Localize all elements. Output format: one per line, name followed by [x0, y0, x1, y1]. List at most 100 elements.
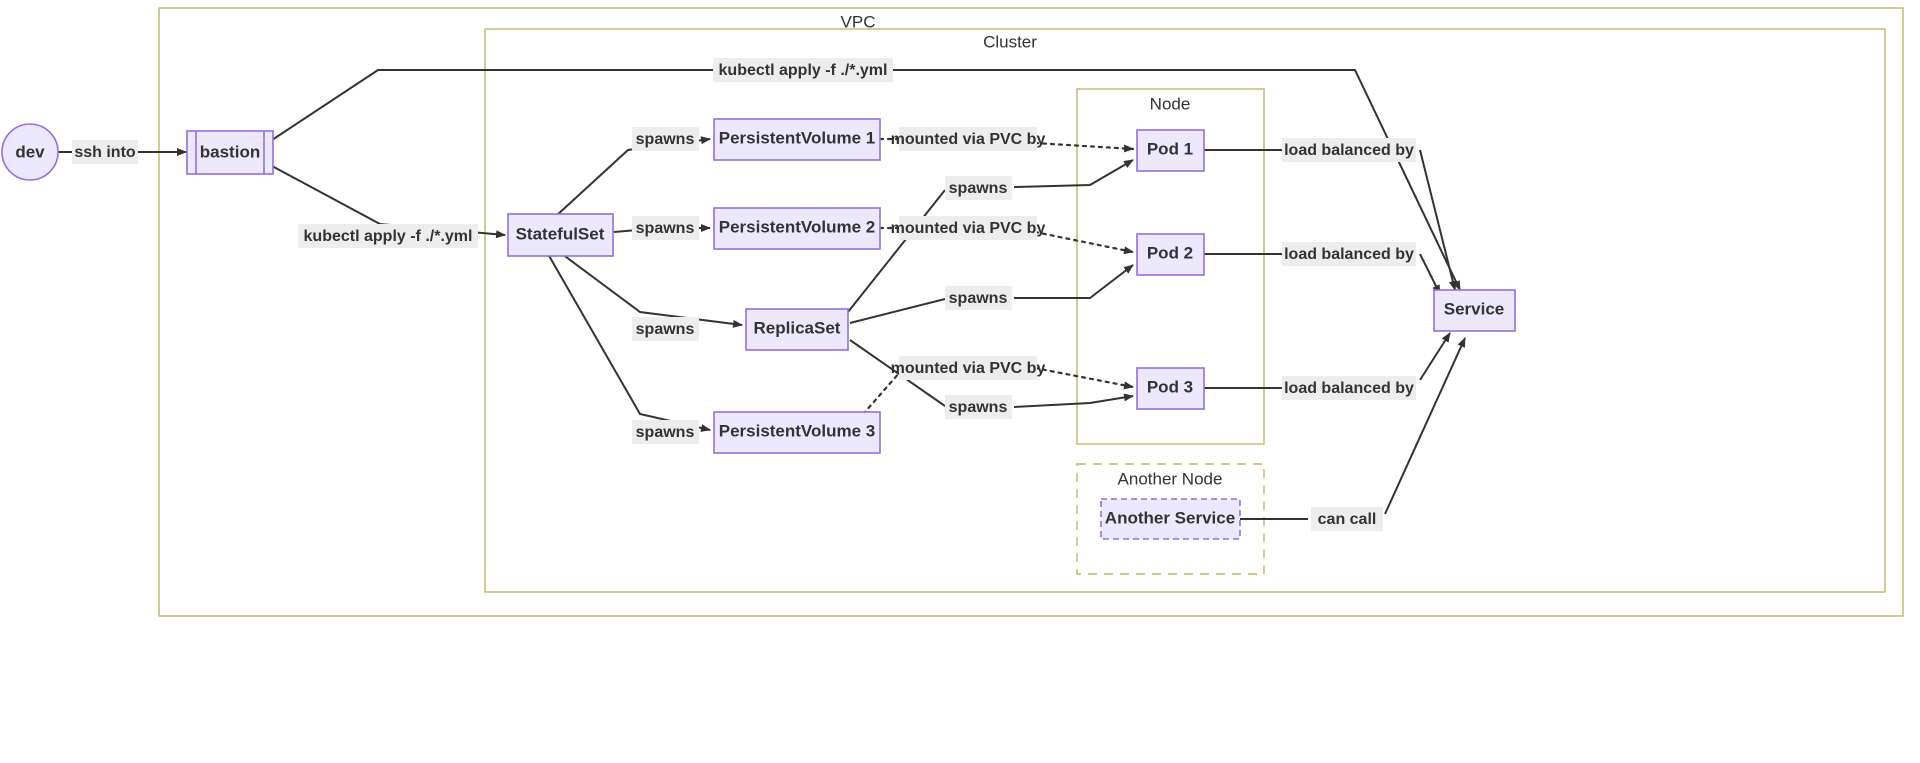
edge-label-spawns-pod2: spawns	[945, 286, 1012, 310]
edge-label-spawns-pod2-text: spawns	[949, 290, 1008, 307]
edge-label-spawns-replicaset-bg	[632, 317, 699, 341]
edge-label-mounted-pvc-3-text: mounted via PVC by	[891, 360, 1046, 377]
node-pv3-shape[interactable]	[713, 411, 881, 454]
edge-pod1-to-service	[1204, 149, 1455, 290]
edge-label-spawns-replicaset-text: spawns	[636, 321, 695, 338]
edge-label-spawns-pod1-text: spawns	[949, 180, 1008, 197]
edge-label-spawns-pv2: spawns	[632, 216, 699, 240]
edge-label-load-balanced-3: load balanced by	[1282, 376, 1416, 400]
node-replicaset-label: ReplicaSet	[754, 318, 841, 337]
edge-label-load-balanced-2-text: load balanced by	[1284, 246, 1414, 263]
edge-label-spawns-pv2-text: spawns	[636, 220, 695, 237]
edge-replicaset-to-pod3	[849, 339, 1133, 408]
edge-label-spawns-pod2-bg	[945, 286, 1012, 310]
edge-label-ssh-into-text: ssh into	[74, 144, 136, 161]
node-persistentvolume-3[interactable]: PersistentVolume 3	[713, 411, 881, 454]
edge-label-spawns-pv3-text: spawns	[636, 424, 695, 441]
node-statefulset-shape[interactable]	[507, 213, 614, 257]
edge-label-kubectl-top: kubectl apply -f ./*.yml	[713, 58, 893, 82]
edge-label-spawns-pod1-bg	[945, 176, 1012, 200]
edge-label-can-call-text: can call	[1318, 511, 1377, 528]
node-pod2-label: Pod 2	[1147, 243, 1193, 262]
edge-label-spawns-pv3-bg	[632, 420, 699, 444]
node-pod2-shape[interactable]	[1136, 233, 1205, 276]
node-bastion-label: bastion	[200, 142, 260, 161]
cluster-vpc-border	[158, 7, 1904, 617]
node-persistentvolume-2[interactable]: PersistentVolume 2	[713, 207, 881, 250]
edge-bastion-to-service-top	[271, 69, 1461, 291]
edge-label-can-call: can call	[1311, 507, 1383, 531]
edge-label-spawns-replicaset: spawns	[632, 317, 699, 341]
cluster-node: Node	[1076, 88, 1265, 445]
cluster-node-border	[1076, 88, 1265, 445]
edge-label-spawns-pod3-text: spawns	[949, 399, 1008, 416]
node-pod3-shape[interactable]	[1136, 367, 1205, 410]
node-bastion-shape[interactable]	[186, 130, 274, 175]
edge-label-spawns-pv1: spawns	[632, 127, 699, 151]
node-pv1-shape[interactable]	[713, 118, 881, 161]
edge-label-load-balanced-3-bg	[1282, 376, 1416, 400]
edge-label-mounted-pvc-2-text: mounted via PVC by	[891, 220, 1046, 237]
node-statefulset[interactable]: StatefulSet	[507, 213, 614, 257]
node-pv2-shape[interactable]	[713, 207, 881, 250]
edge-label-kubectl-mid-text: kubectl apply -f ./*.yml	[304, 228, 473, 245]
edge-replicaset-to-pod2	[849, 265, 1133, 324]
edge-label-mounted-pvc-2: mounted via PVC by	[891, 216, 1046, 240]
edge-label-mounted-pvc-1-bg	[899, 127, 1037, 151]
edge-label-mounted-pvc-1: mounted via PVC by	[891, 127, 1046, 151]
edge-label-load-balanced-2-bg	[1282, 242, 1416, 266]
edge-another-service-to-service	[1240, 338, 1465, 520]
edge-replicaset-to-pod1	[847, 160, 1133, 313]
edge-label-load-balanced-1-text: load balanced by	[1284, 142, 1414, 159]
edge-label-spawns-pod3-bg	[945, 395, 1012, 419]
node-dev-shape[interactable]	[1, 123, 59, 181]
edge-label-ssh-into-bg	[72, 140, 138, 164]
edge-label-spawns-pv1-text: spawns	[636, 131, 695, 148]
node-service-label: Service	[1444, 299, 1505, 318]
cluster-another-node-label: Another Node	[1118, 469, 1223, 488]
edge-label-can-call-bg	[1311, 507, 1383, 531]
edge-label-load-balanced-3-text: load balanced by	[1284, 380, 1414, 397]
cluster-kubernetes-cluster: Cluster	[484, 28, 1886, 593]
node-pv1-label: PersistentVolume 1	[719, 128, 876, 147]
node-another-service[interactable]: Another Service	[1100, 498, 1241, 540]
node-pod1-shape[interactable]	[1136, 129, 1205, 172]
node-dev-label: dev	[15, 142, 45, 161]
edge-label-mounted-pvc-2-bg	[899, 216, 1037, 240]
edge-label-mounted-pvc-3-bg	[899, 356, 1037, 380]
node-replicaset[interactable]: ReplicaSet	[745, 308, 849, 351]
edge-label-mounted-pvc-3: mounted via PVC by	[891, 356, 1046, 380]
cluster-vpc: VPC	[158, 7, 1904, 617]
edge-label-spawns-pv3: spawns	[632, 420, 699, 444]
edge-label-spawns-pod3: spawns	[945, 395, 1012, 419]
node-replicaset-shape[interactable]	[745, 308, 849, 351]
edge-statefulset-to-pv3	[547, 253, 711, 432]
cluster-cluster-border	[484, 28, 1886, 593]
node-pod1-label: Pod 1	[1147, 139, 1193, 158]
node-service-shape[interactable]	[1433, 289, 1516, 332]
edge-label-kubectl-mid-bg	[298, 224, 478, 248]
node-pod-1[interactable]: Pod 1	[1136, 129, 1205, 172]
edge-label-kubectl-top-text: kubectl apply -f ./*.yml	[719, 62, 888, 79]
node-dev[interactable]: dev	[1, 123, 59, 181]
edge-pod2-to-service	[1204, 253, 1440, 294]
edge-statefulset-to-replicaset	[561, 253, 743, 328]
edge-label-kubectl-top-bg	[713, 58, 893, 82]
node-another-service-label: Another Service	[1105, 508, 1235, 527]
edge-label-mounted-pvc-1-text: mounted via PVC by	[891, 131, 1046, 148]
cluster-vpc-label: VPC	[841, 12, 876, 31]
node-service[interactable]: Service	[1433, 289, 1516, 332]
cluster-node-label: Node	[1150, 94, 1191, 113]
node-another-service-shape[interactable]	[1100, 498, 1241, 540]
node-persistentvolume-1[interactable]: PersistentVolume 1	[713, 118, 881, 161]
edge-label-spawns-pv1-bg	[632, 127, 699, 151]
edge-label-spawns-pv2-bg	[632, 216, 699, 240]
edge-pod3-to-service	[1204, 333, 1450, 389]
edge-label-load-balanced-1: load balanced by	[1282, 138, 1416, 162]
node-statefulset-label: StatefulSet	[516, 224, 605, 243]
node-pod-2[interactable]: Pod 2	[1136, 233, 1205, 276]
node-bastion[interactable]: bastion	[186, 130, 274, 175]
node-pod-3[interactable]: Pod 3	[1136, 367, 1205, 410]
node-pod3-label: Pod 3	[1147, 377, 1193, 396]
